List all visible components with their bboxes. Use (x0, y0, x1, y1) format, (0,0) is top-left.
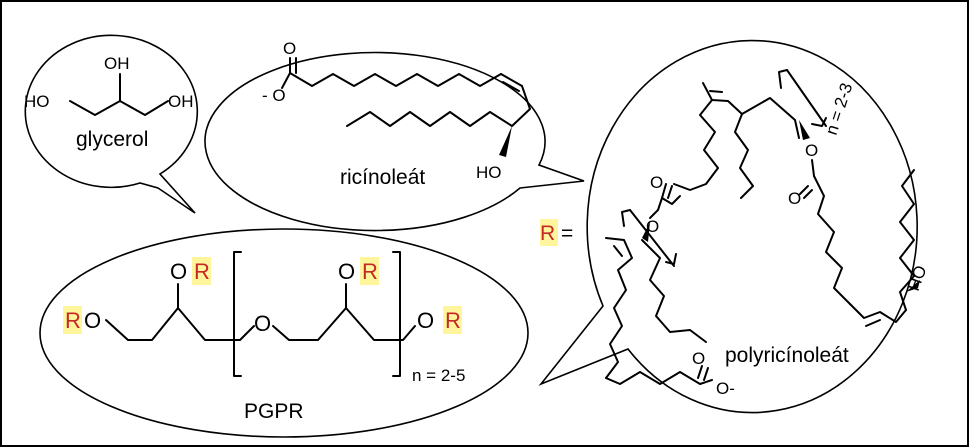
pgpr-o-ether: O (254, 311, 271, 336)
pgpr-o-right: O (417, 308, 434, 333)
pgpr-repeat-count: n = 2-5 (412, 366, 465, 385)
glycerol-bubble (24, 34, 199, 214)
r-equals-label: R = (540, 222, 573, 245)
glycerol-label: glycerol (76, 128, 148, 151)
r-equals-sign: = (555, 222, 573, 245)
poly-o-left: O (646, 217, 659, 236)
polyricinoleate-label: polyricínoleát (725, 344, 849, 367)
ricinoleate-bubble (204, 51, 585, 232)
glycerol-oh-right: OH (168, 92, 194, 111)
poly-o-carbonyl-2: O (692, 349, 705, 368)
pgpr-r-highlight (63, 306, 82, 334)
pgpr-r-left: R (65, 308, 81, 333)
polyricinoleate-bubble (538, 39, 918, 414)
pgpr-r-highlight (192, 257, 211, 285)
glycerol-ho-left: HO (24, 92, 50, 111)
pgpr-o-left: O (84, 308, 101, 333)
pgpr-r-right: R (445, 308, 461, 333)
glycerol-oh-top: OH (104, 54, 130, 73)
pgpr-r-highlight (443, 306, 462, 334)
ricinoleate-ho: HO (476, 163, 502, 182)
poly-o-upper: O (805, 141, 818, 160)
pgpr-r-highlight (360, 257, 379, 285)
pgpr-bubble (39, 228, 529, 438)
poly-o-carbonyl-1: O (650, 173, 663, 192)
pgpr-o-top1: O (170, 259, 187, 284)
pgpr-r-top1: R (194, 259, 210, 284)
pgpr-r-top2: R (362, 259, 378, 284)
poly-o-carbonyl-3: O (788, 189, 801, 208)
ricinoleate-structure: O - O HO (262, 39, 531, 182)
r-equals-highlight (540, 219, 558, 246)
polyricinoleate-structure: O O O O O- O HO n (605, 69, 930, 398)
ricinoleate-o-carbonyl: O (283, 39, 296, 58)
r-equals-r: R (540, 222, 555, 245)
pgpr-structure: R O O R O O R O R n = 2-5 (63, 251, 465, 385)
glycerol-structure: OH HO OH (24, 54, 194, 116)
pgpr-label: PGPR (244, 400, 304, 423)
ricinoleate-o-minus: - O (262, 86, 286, 105)
pgpr-o-top2: O (338, 259, 355, 284)
ricinoleate-label: ricínoleát (340, 166, 425, 189)
poly-o-minus: O- (716, 379, 735, 398)
